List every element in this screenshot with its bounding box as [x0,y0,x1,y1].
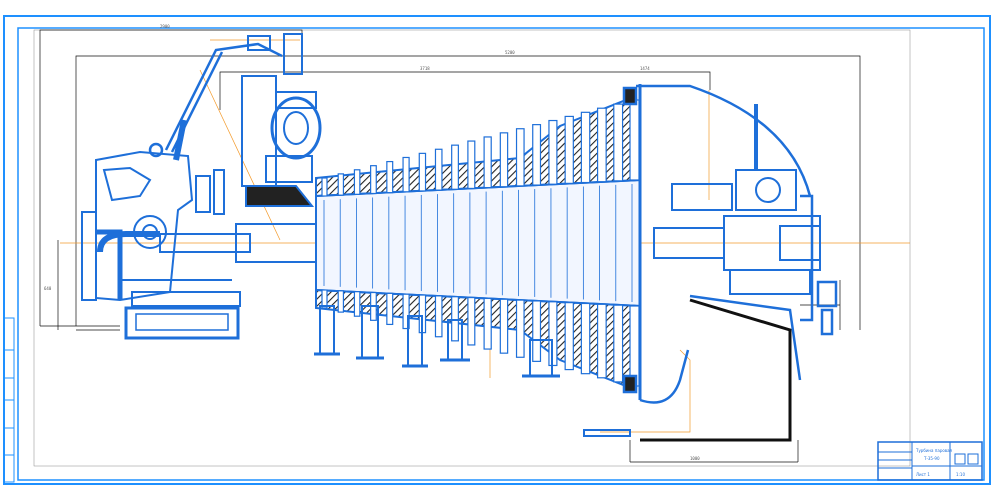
blade-upper [353,169,361,195]
blade-lower [467,296,476,346]
blade-lower [564,302,574,371]
blade-upper [629,99,640,181]
blade-upper [548,119,558,185]
blade-lower [580,302,591,375]
blade-upper [370,165,377,195]
blade-upper [337,173,345,196]
blade-lower [499,298,509,354]
dim-casing-length: 1474 [640,66,650,71]
blade-upper [434,148,443,191]
outer-frame [3,15,991,485]
blade-upper [580,111,591,184]
blade-upper [499,132,509,188]
blade-lower [386,292,394,326]
dim-overall-length: 5200 [505,50,515,55]
drawing-area [33,29,911,467]
title-line-2: Т-35-90 [923,456,940,461]
blade-lower [434,295,443,338]
blade-lower [596,303,607,379]
rear-bearing-assembly [671,104,811,295]
blade-lower [483,297,492,350]
blade-stages [321,99,640,387]
blade-upper [596,107,607,183]
blade-lower [613,304,624,383]
blade-upper [564,115,574,184]
title-line-1: Турбина паровая [915,448,953,453]
blade-upper [402,156,410,193]
title-block [877,441,983,481]
blade-upper [613,103,624,182]
governor-linkage [148,33,303,161]
base-plate [124,291,241,340]
blade-lower [451,296,459,342]
blade-lower [321,289,328,309]
dim-exhaust-length: 1000 [690,456,700,461]
blade-upper [467,140,476,190]
blade-upper [483,136,492,189]
blade-lower [353,291,361,317]
dim-inner-length: 2900 [160,24,170,29]
blade-upper [418,152,427,192]
blade-upper [515,128,525,187]
sheet-label: Лист 1 [916,472,930,477]
dim-left-height: 640 [44,286,52,291]
blade-lower [337,290,345,313]
blade-lower [515,299,525,358]
exhaust-hood [622,84,838,442]
blade-upper [386,160,394,194]
blade-upper [321,177,328,197]
blade-upper [532,124,542,186]
blade-lower [532,300,542,362]
blade-lower [402,293,410,330]
blade-upper [451,144,459,190]
dim-upper-length: 3718 [420,66,430,71]
extraction-nozzles [314,305,690,437]
rotor-drum [315,178,641,308]
left-margin-strip [3,317,15,483]
casing-upper-hatched [315,94,642,198]
control-valve-block [241,75,322,207]
front-bearing-housing [81,150,232,302]
scale-label: 1:10 [956,472,965,477]
blade-lower [629,305,640,387]
inner-frame [17,27,985,481]
